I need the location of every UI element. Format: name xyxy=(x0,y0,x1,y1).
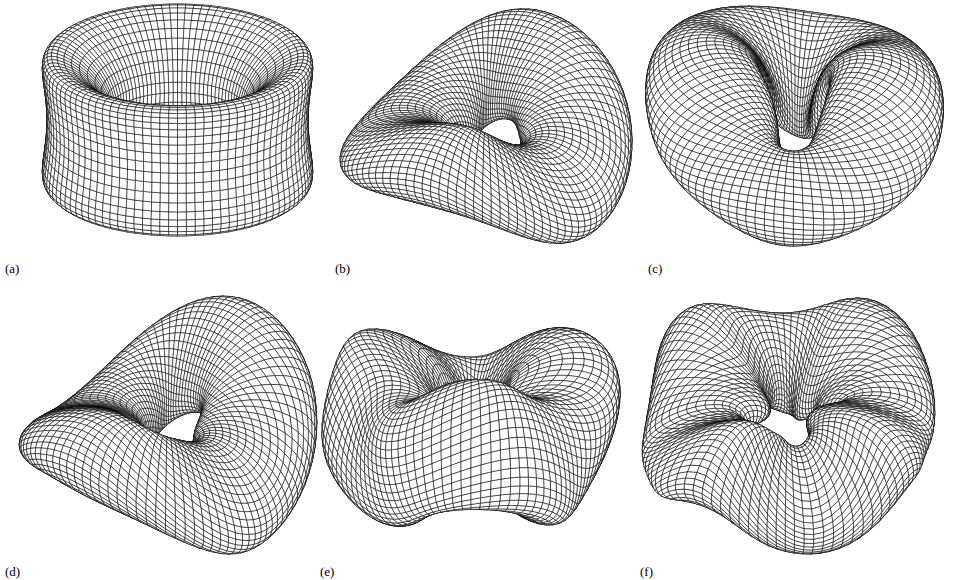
mesh-cell xyxy=(185,8,193,13)
mesh-surface xyxy=(42,4,313,236)
mesh-cell xyxy=(182,82,187,93)
mesh-cell xyxy=(191,93,196,103)
mesh-cell xyxy=(147,95,152,105)
mesh-cell xyxy=(168,71,173,82)
mesh-cell xyxy=(171,20,178,29)
mesh-cell xyxy=(156,83,161,94)
mesh-cell xyxy=(182,60,187,71)
mesh-cell xyxy=(173,60,178,71)
mesh-cell xyxy=(173,71,178,82)
mesh-cell xyxy=(191,83,196,94)
mesh-cell xyxy=(178,29,184,39)
mesh-cell xyxy=(168,60,173,71)
mesh-cell xyxy=(172,38,178,49)
mesh-cell xyxy=(186,93,191,103)
mesh-cell xyxy=(169,93,174,103)
mesh-cell xyxy=(178,13,185,20)
mesh-cell xyxy=(160,83,165,94)
mesh-cell xyxy=(163,13,171,20)
mesh-cell xyxy=(171,29,177,39)
mesh-cell xyxy=(173,93,178,103)
mesh-cell xyxy=(170,8,178,13)
mesh-cell xyxy=(186,82,191,93)
mesh-cell xyxy=(178,60,183,71)
mesh-cell xyxy=(178,82,183,93)
mesh-cell xyxy=(203,84,208,95)
mesh-cell xyxy=(195,94,200,104)
mesh-cell xyxy=(160,93,165,103)
mesh-cell xyxy=(156,94,161,104)
mesh-cell xyxy=(173,82,178,93)
mesh-cell xyxy=(164,93,169,103)
mesh-cell xyxy=(203,95,208,105)
mesh-cell xyxy=(195,83,200,94)
mesh-cell xyxy=(169,82,174,93)
mesh-cell xyxy=(172,49,177,60)
mesh-cell xyxy=(170,13,177,20)
mesh-cell xyxy=(169,5,177,8)
mesh-cell xyxy=(178,49,183,60)
mesh-cell xyxy=(162,8,170,13)
mesh-cell xyxy=(147,84,152,95)
mesh-cell xyxy=(182,71,187,82)
mesh-cell xyxy=(178,20,185,29)
mesh-cell xyxy=(184,13,192,20)
mesh-cell xyxy=(178,5,186,8)
mesh-cell xyxy=(164,82,169,93)
mesh-cell xyxy=(178,71,183,82)
mesh-cell xyxy=(178,93,183,103)
mesh-cell xyxy=(178,38,184,49)
mesh-cell xyxy=(178,8,186,13)
mesh-cell xyxy=(182,93,187,103)
